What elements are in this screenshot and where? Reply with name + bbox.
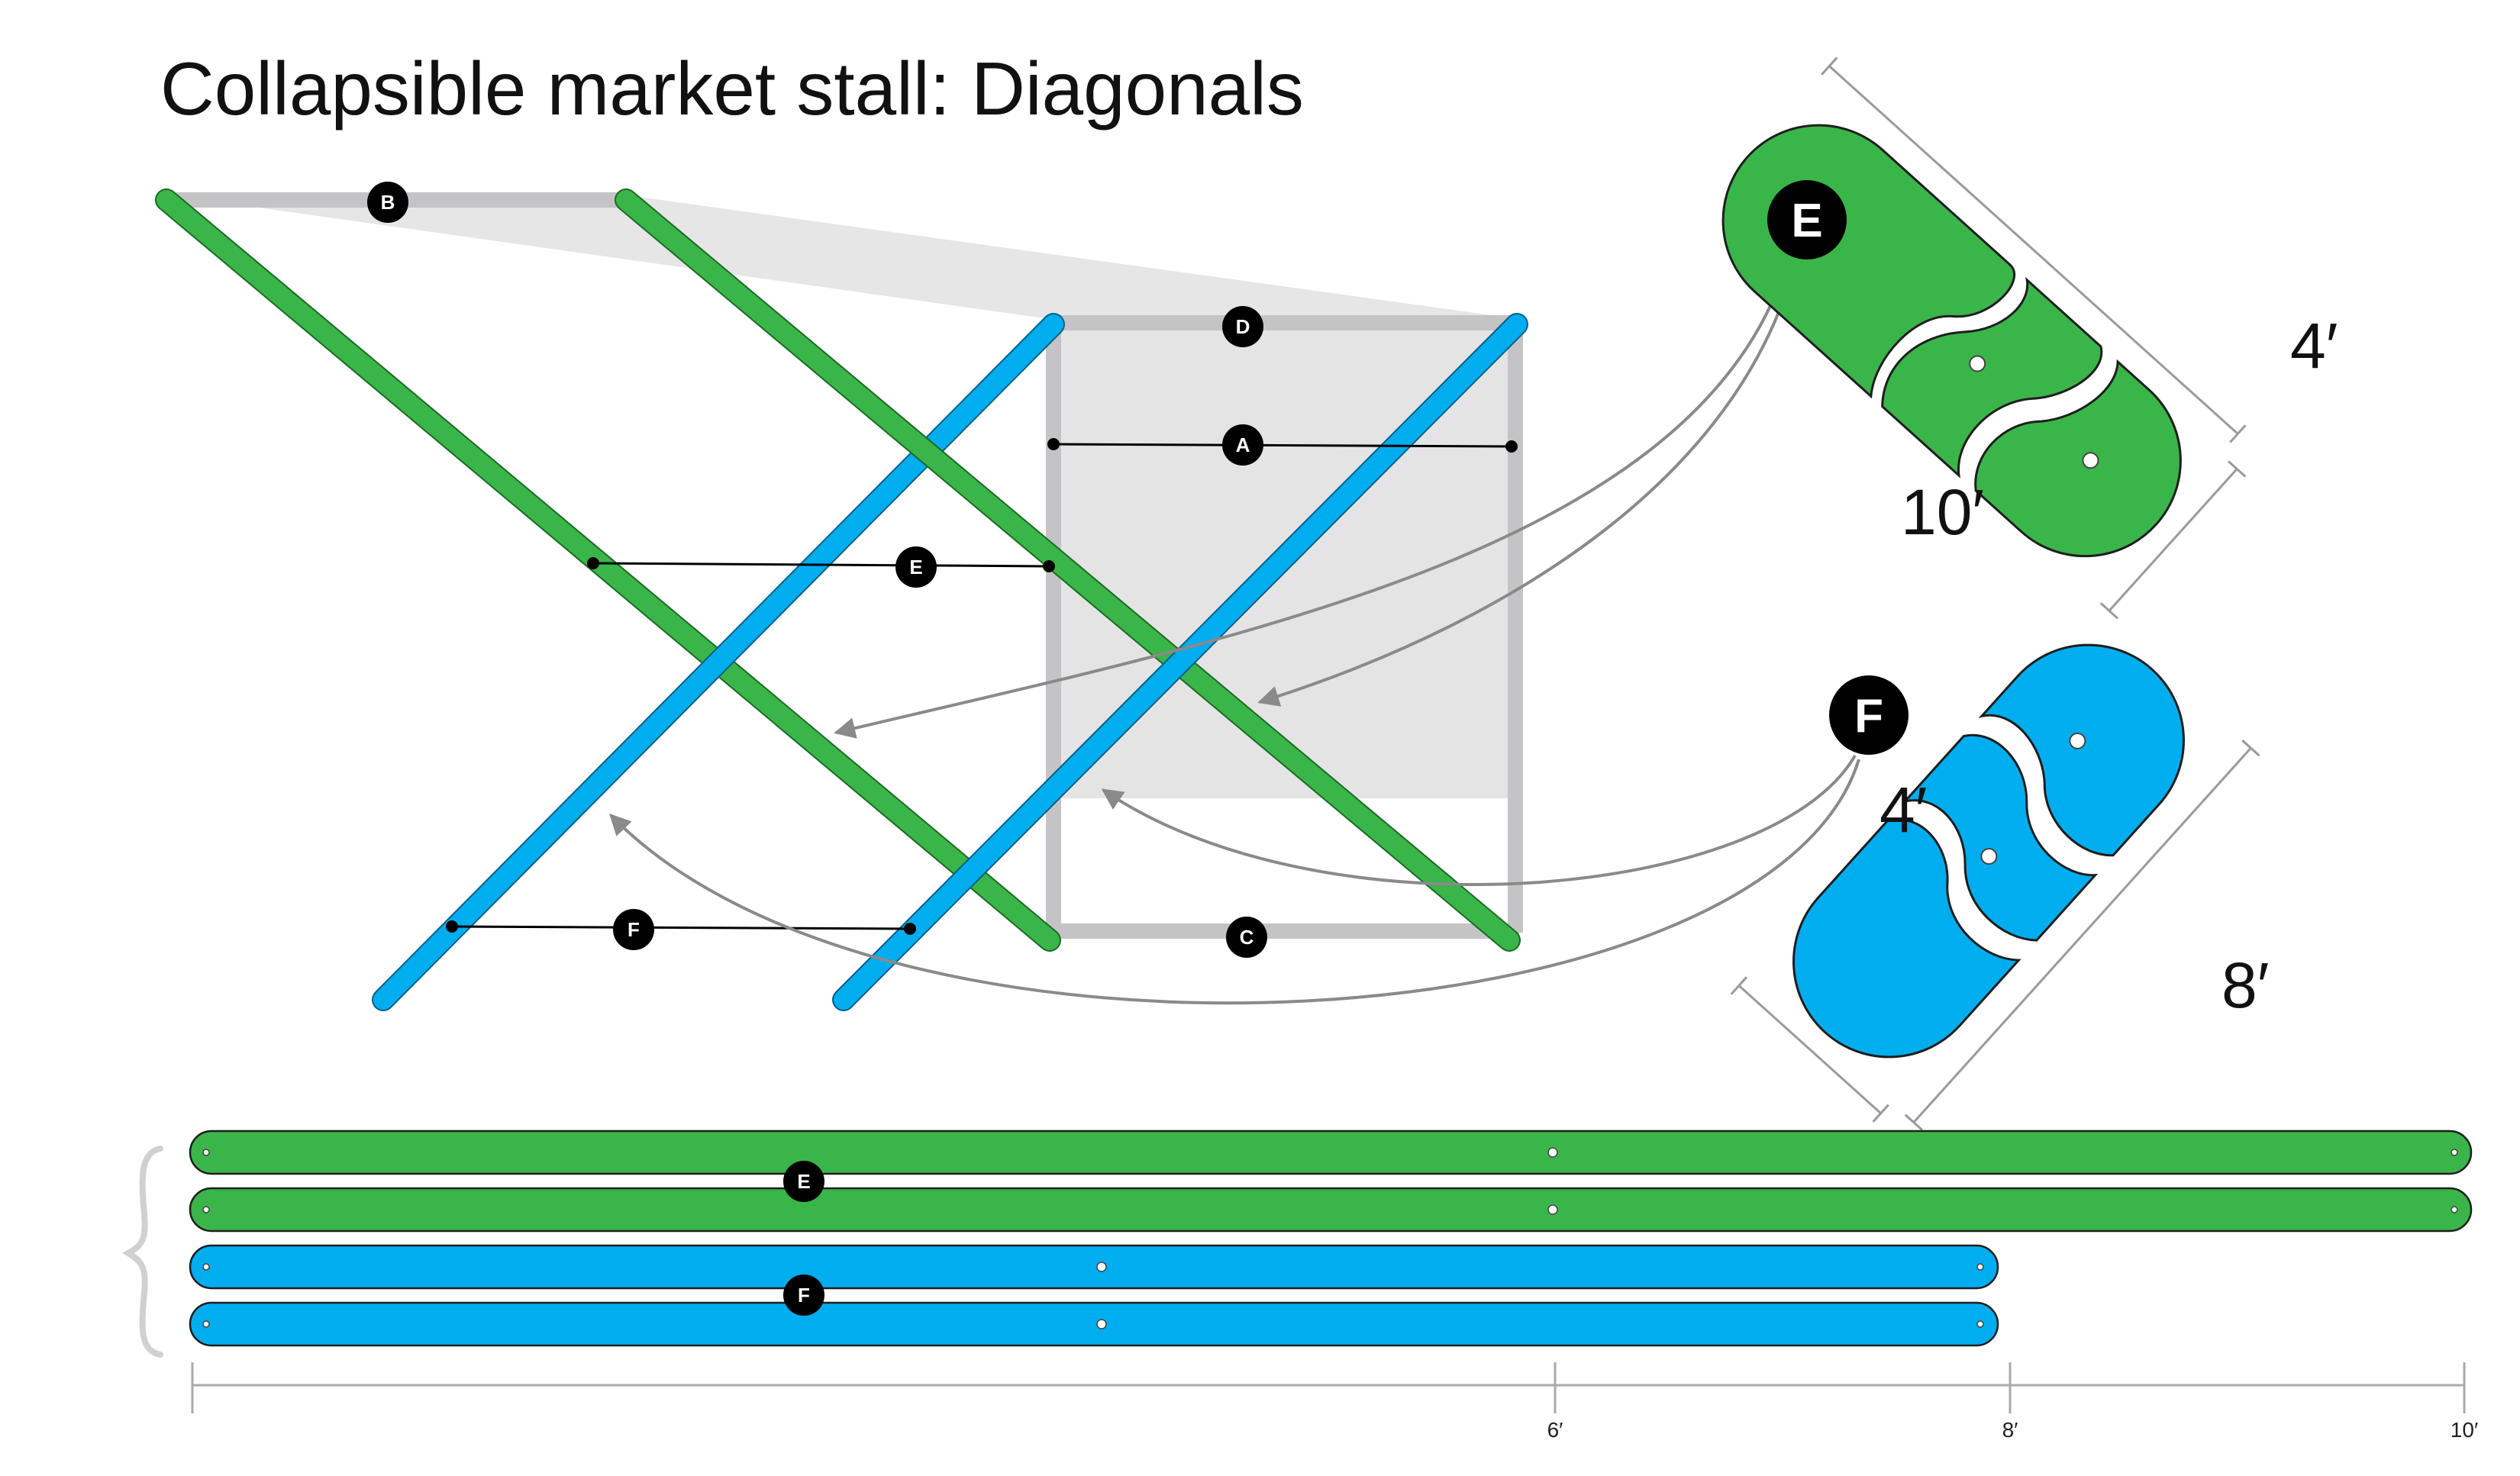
svg-text:A: A <box>1236 433 1250 456</box>
label-f-frame: F <box>613 909 654 950</box>
cut-f-width: 4′ <box>1880 774 1927 846</box>
cut-piece-f-1 <box>1792 818 2021 1059</box>
svg-text:D: D <box>1236 315 1250 338</box>
svg-text:E: E <box>1791 195 1822 247</box>
arrow-f-to-blue-front <box>1101 754 1857 886</box>
cut-piece-f-3 <box>1978 643 2185 857</box>
cut-label-f: F <box>1829 675 1909 755</box>
ruler-tick-6: 6′ <box>1547 1418 1563 1442</box>
label-b: B <box>367 182 408 223</box>
label-e-frame: E <box>895 546 937 588</box>
svg-text:B: B <box>381 191 395 214</box>
svg-text:E: E <box>797 1170 810 1193</box>
cut-label-e: E <box>1767 180 1847 259</box>
board-f-1 <box>189 1244 1999 1290</box>
cut-diagram-f <box>1730 643 2260 1131</box>
board-f-2 <box>189 1301 1999 1347</box>
cut-e-width: 4′ <box>2290 310 2338 382</box>
measure-f <box>446 920 916 935</box>
label-c: C <box>1226 917 1267 958</box>
svg-text:C: C <box>1240 926 1254 949</box>
label-d: D <box>1222 306 1263 347</box>
green-diagonal-right-fill <box>616 190 1519 950</box>
svg-text:F: F <box>628 918 640 941</box>
svg-text:F: F <box>1854 690 1883 743</box>
svg-text:F: F <box>798 1284 810 1307</box>
blue-diagonal-left-fill <box>373 314 1063 1010</box>
measure-e <box>587 557 1055 572</box>
arrow-e-to-left-green <box>834 251 1792 739</box>
blue-diagonal-right-fill <box>834 314 1527 1010</box>
ruler-tick-8: 8′ <box>2002 1418 2018 1442</box>
cut-piece-e-2 <box>1881 276 2103 479</box>
boards-brace <box>121 1146 163 1358</box>
svg-text:E: E <box>909 556 922 578</box>
cut-piece-e-3 <box>1974 359 2182 558</box>
ruler-tick-10: 10′ <box>2451 1418 2478 1442</box>
green-diagonal-left-fill <box>156 190 1060 950</box>
measure-a <box>1047 438 1518 453</box>
page-title: Collapsible market stall: Diagonals <box>160 47 1304 131</box>
arrow-f-to-blue-back <box>609 759 1860 1005</box>
length-ruler: 6′ 8′ 10′ <box>191 1362 2478 1442</box>
cut-e-length: 10′ <box>1901 476 1984 548</box>
board-e-2 <box>189 1187 2473 1233</box>
label-a: A <box>1222 424 1263 466</box>
arrow-e-to-right-green <box>1257 251 1799 707</box>
cut-piece-f-2 <box>1902 733 2099 942</box>
board-holes <box>202 1147 2458 1329</box>
board-label-f: F <box>783 1275 824 1316</box>
board-e-1 <box>189 1130 2473 1175</box>
board-label-e: E <box>783 1161 824 1202</box>
cut-f-length: 8′ <box>2222 949 2269 1021</box>
